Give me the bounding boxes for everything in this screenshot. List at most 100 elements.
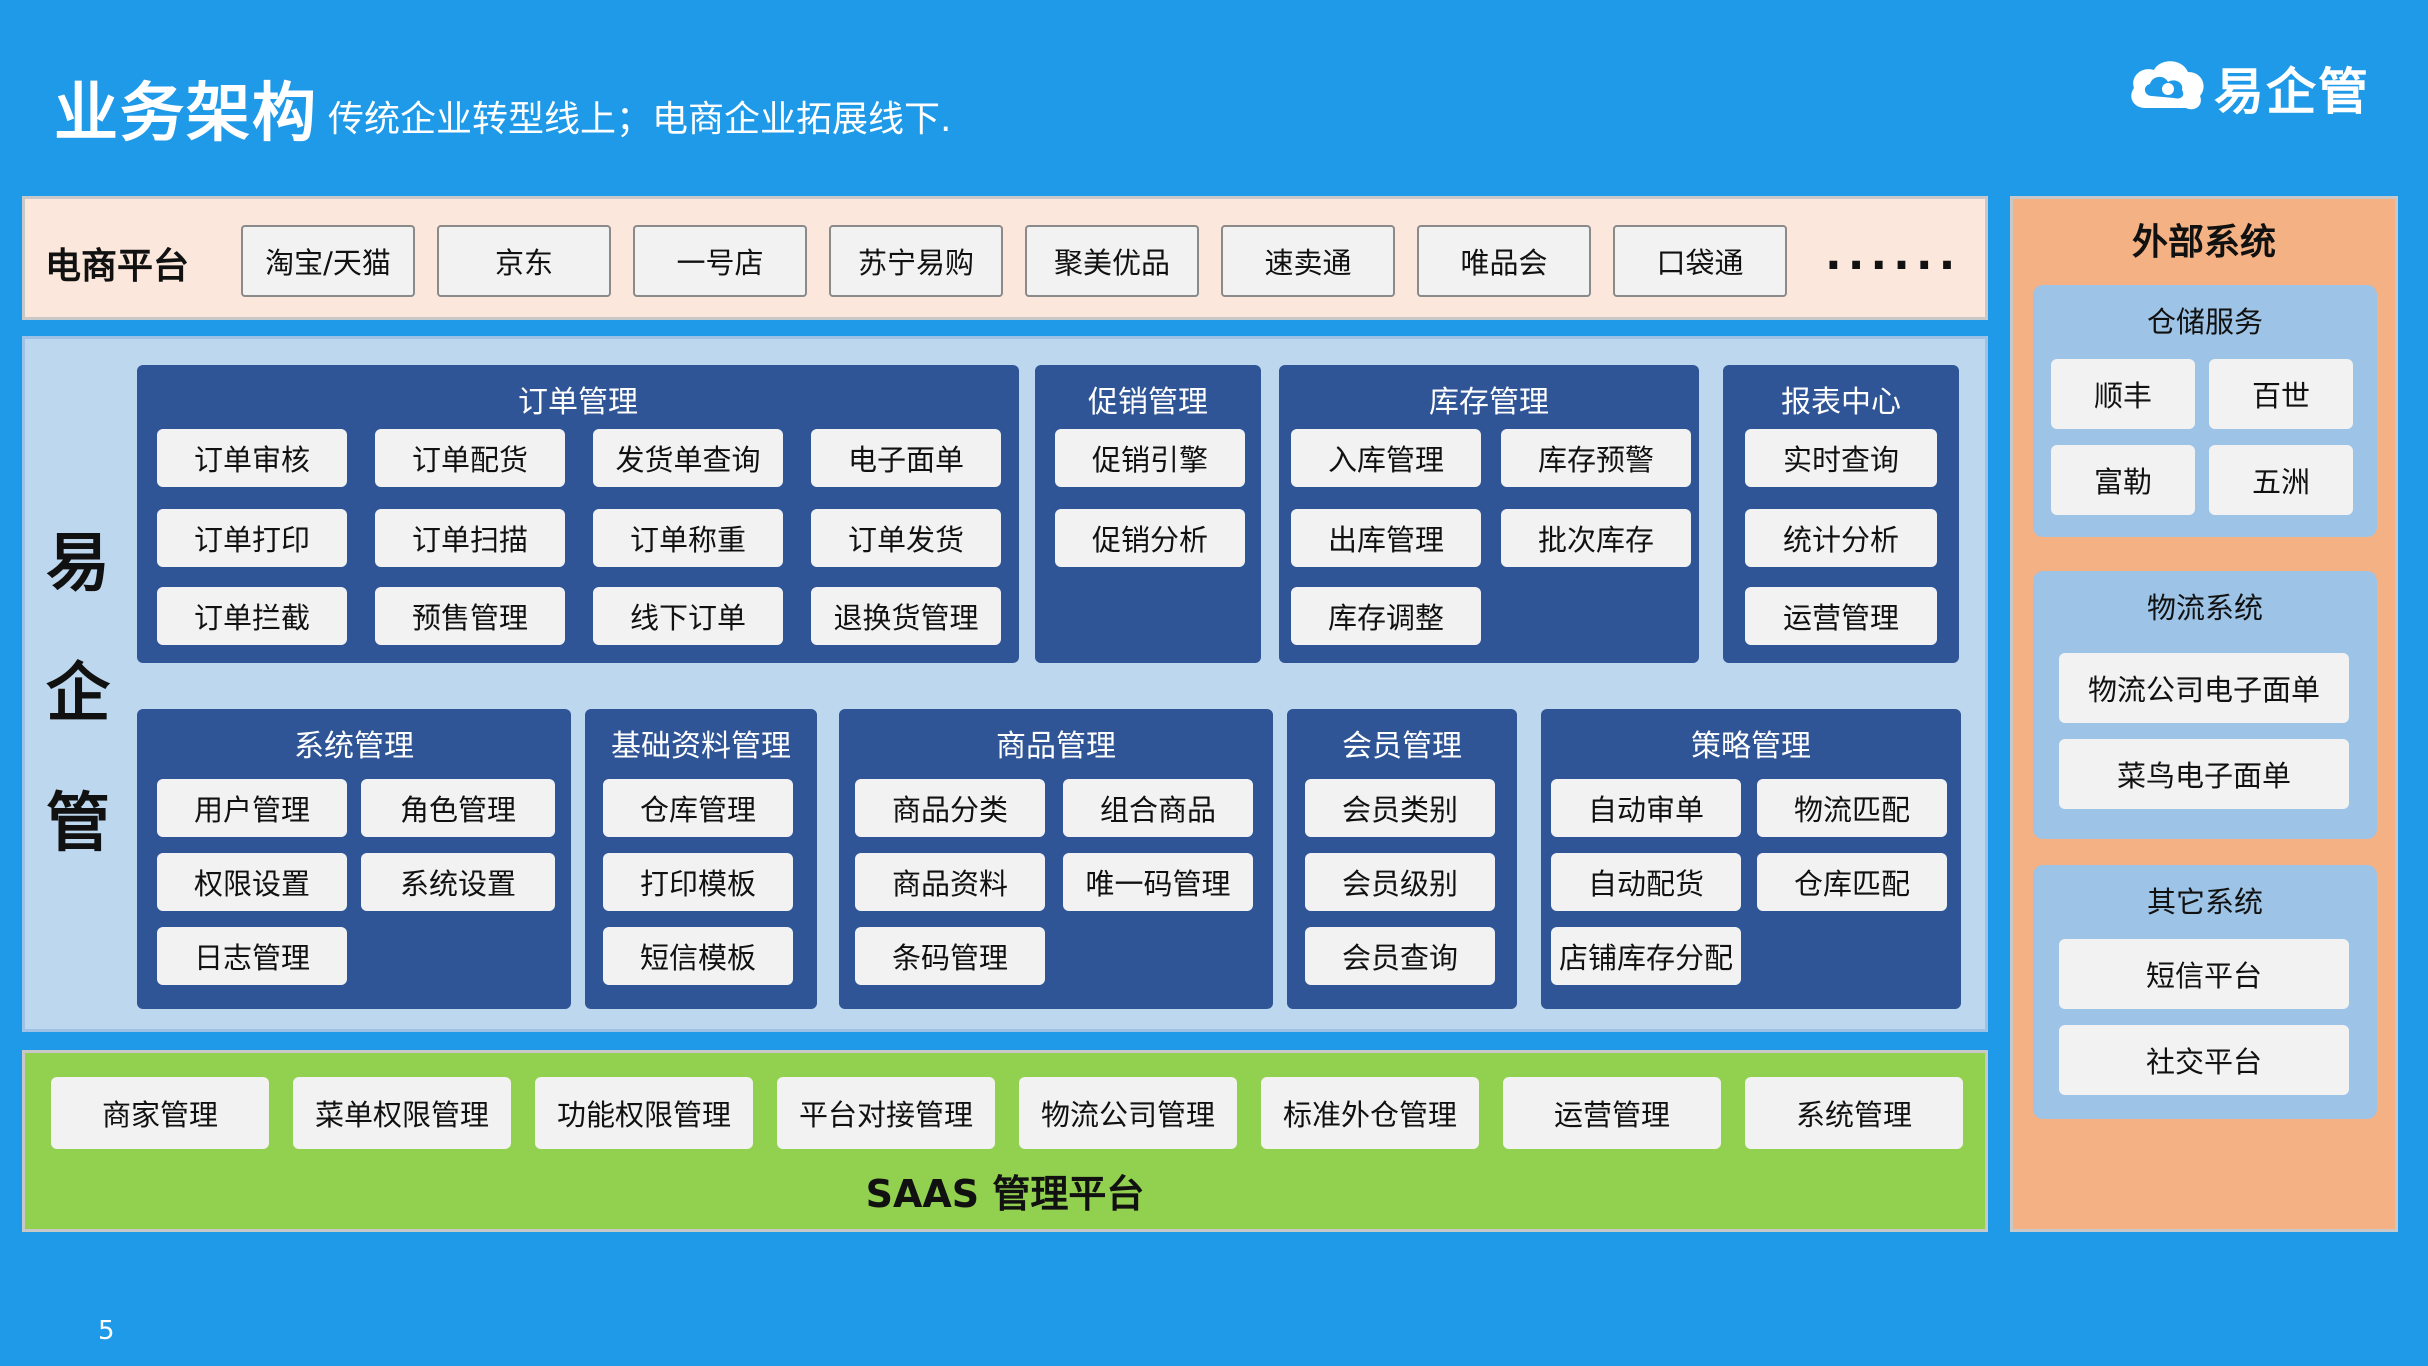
module-inventory: 库存管理 入库管理 库存预警 出库管理 批次库存 库存调整 — [1279, 365, 1699, 663]
module-item: 会员查询 — [1305, 927, 1495, 985]
external-item: 短信平台 — [2059, 939, 2349, 1009]
module-goods: 商品管理 商品分类 组合商品 商品资料 唯一码管理 条码管理 — [839, 709, 1273, 1009]
page-subtitle: 传统企业转型线上；电商企业拓展线下. — [328, 99, 952, 140]
platform-chip: 淘宝/天猫 — [241, 225, 415, 297]
module-item: 库存调整 — [1291, 587, 1481, 645]
external-item: 百世 — [2209, 359, 2353, 429]
module-title: 会员管理 — [1342, 729, 1462, 764]
module-item: 实时查询 — [1745, 429, 1937, 487]
yiqiguan-char: 管 — [46, 787, 110, 861]
platform-chip: 聚美优品 — [1025, 225, 1199, 297]
saas-item: 标准外仓管理 — [1261, 1077, 1479, 1149]
external-item: 顺丰 — [2051, 359, 2195, 429]
saas-item: 菜单权限管理 — [293, 1077, 511, 1149]
module-item: 日志管理 — [157, 927, 347, 985]
saas-item: 商家管理 — [51, 1077, 269, 1149]
external-item: 社交平台 — [2059, 1025, 2349, 1095]
module-title: 策略管理 — [1691, 729, 1811, 764]
module-item: 统计分析 — [1745, 509, 1937, 567]
module-title: 商品管理 — [996, 729, 1116, 764]
external-title: 外部系统 — [2131, 222, 2276, 263]
module-item: 预售管理 — [375, 587, 565, 645]
saas-title: SAAS 管理平台 — [865, 1172, 1145, 1216]
module-item: 条码管理 — [855, 927, 1045, 985]
external-item: 菜鸟电子面单 — [2059, 739, 2349, 809]
external-item: 五洲 — [2209, 445, 2353, 515]
external-item: 物流公司电子面单 — [2059, 653, 2349, 723]
module-item: 用户管理 — [157, 779, 347, 837]
module-item: 订单配货 — [375, 429, 565, 487]
module-item: 电子面单 — [811, 429, 1001, 487]
external-group-title: 物流系统 — [2146, 591, 2263, 625]
module-item: 订单拦截 — [157, 587, 347, 645]
module-item: 库存预警 — [1501, 429, 1691, 487]
external-group-warehouse: 仓储服务 顺丰 百世 富勒 五洲 — [2033, 285, 2377, 537]
module-item: 退换货管理 — [811, 587, 1001, 645]
module-item: 物流匹配 — [1757, 779, 1947, 837]
module-report: 报表中心 实时查询 统计分析 运营管理 — [1723, 365, 1959, 663]
module-item: 订单发货 — [811, 509, 1001, 567]
cloud-logo-icon — [2131, 61, 2204, 110]
module-title: 基础资料管理 — [611, 729, 791, 764]
module-item: 线下订单 — [593, 587, 783, 645]
external-group-logistics: 物流系统 物流公司电子面单 菜鸟电子面单 — [2033, 571, 2377, 839]
module-item: 仓库管理 — [603, 779, 793, 837]
module-title: 促销管理 — [1088, 385, 1208, 420]
module-item: 组合商品 — [1063, 779, 1253, 837]
module-item: 订单称重 — [593, 509, 783, 567]
module-member: 会员管理 会员类别 会员级别 会员查询 — [1287, 709, 1517, 1009]
page-title: 业务架构 — [54, 77, 318, 151]
module-title: 报表中心 — [1781, 385, 1901, 420]
platform-chip: 速卖通 — [1221, 225, 1395, 297]
platform-chip: 唯品会 — [1417, 225, 1591, 297]
yiqiguan-char: 企 — [46, 657, 110, 731]
yiqiguan-vertical-label: 易 企 管 — [43, 499, 113, 889]
module-title: 库存管理 — [1429, 385, 1549, 420]
module-item: 角色管理 — [361, 779, 555, 837]
module-item: 促销分析 — [1055, 509, 1245, 567]
module-item: 订单审核 — [157, 429, 347, 487]
module-item: 仓库匹配 — [1757, 853, 1947, 911]
module-item: 打印模板 — [603, 853, 793, 911]
external-item: 富勒 — [2051, 445, 2195, 515]
module-basic-data: 基础资料管理 仓库管理 打印模板 短信模板 — [585, 709, 817, 1009]
module-item: 会员类别 — [1305, 779, 1495, 837]
platform-chip: 口袋通 — [1613, 225, 1787, 297]
module-item: 商品分类 — [855, 779, 1045, 837]
module-item: 自动审单 — [1551, 779, 1741, 837]
logo: 易企管 — [2126, 52, 2370, 124]
module-item: 出库管理 — [1291, 509, 1481, 567]
external-group-title: 其它系统 — [2146, 885, 2263, 919]
module-order: 订单管理 订单审核 订单配货 发货单查询 电子面单 订单打印 订单扫描 订单称重… — [137, 365, 1019, 663]
yiqiguan-char: 易 — [46, 527, 110, 601]
saas-item: 系统管理 — [1745, 1077, 1963, 1149]
more-platforms-ellipsis: ...... — [1825, 229, 1962, 280]
ecommerce-platform-row: 电商平台 淘宝/天猫 京东 一号店 苏宁易购 聚美优品 速卖通 唯品会 口袋通 … — [22, 196, 1988, 320]
module-item: 唯一码管理 — [1063, 853, 1253, 911]
module-item: 商品资料 — [855, 853, 1045, 911]
external-systems: 外部系统 仓储服务 顺丰 百世 富勒 五洲 物流系统 物流公司电子面单 菜鸟电子… — [2010, 196, 2398, 1232]
module-item: 短信模板 — [603, 927, 793, 985]
module-title: 订单管理 — [518, 385, 638, 420]
module-strategy: 策略管理 自动审单 物流匹配 自动配货 仓库匹配 店铺库存分配 — [1541, 709, 1961, 1009]
saas-item: 运营管理 — [1503, 1077, 1721, 1149]
module-system: 系统管理 用户管理 角色管理 权限设置 系统设置 日志管理 — [137, 709, 571, 1009]
module-item: 会员级别 — [1305, 853, 1495, 911]
module-item: 订单打印 — [157, 509, 347, 567]
platform-chip: 苏宁易购 — [829, 225, 1003, 297]
module-item: 入库管理 — [1291, 429, 1481, 487]
external-group-other: 其它系统 短信平台 社交平台 — [2033, 865, 2377, 1119]
module-item: 店铺库存分配 — [1551, 927, 1741, 985]
platform-chip: 一号店 — [633, 225, 807, 297]
external-group-title: 仓储服务 — [2146, 305, 2263, 339]
ecommerce-label: 电商平台 — [45, 246, 190, 287]
module-item: 运营管理 — [1745, 587, 1937, 645]
module-item: 自动配货 — [1551, 853, 1741, 911]
module-item: 权限设置 — [157, 853, 347, 911]
module-item: 系统设置 — [361, 853, 555, 911]
saas-item: 物流公司管理 — [1019, 1077, 1237, 1149]
saas-item: 平台对接管理 — [777, 1077, 995, 1149]
saas-item: 功能权限管理 — [535, 1077, 753, 1149]
saas-platform: 商家管理 菜单权限管理 功能权限管理 平台对接管理 物流公司管理 标准外仓管理 … — [22, 1050, 1988, 1232]
logo-text: 易企管 — [2214, 63, 2370, 121]
